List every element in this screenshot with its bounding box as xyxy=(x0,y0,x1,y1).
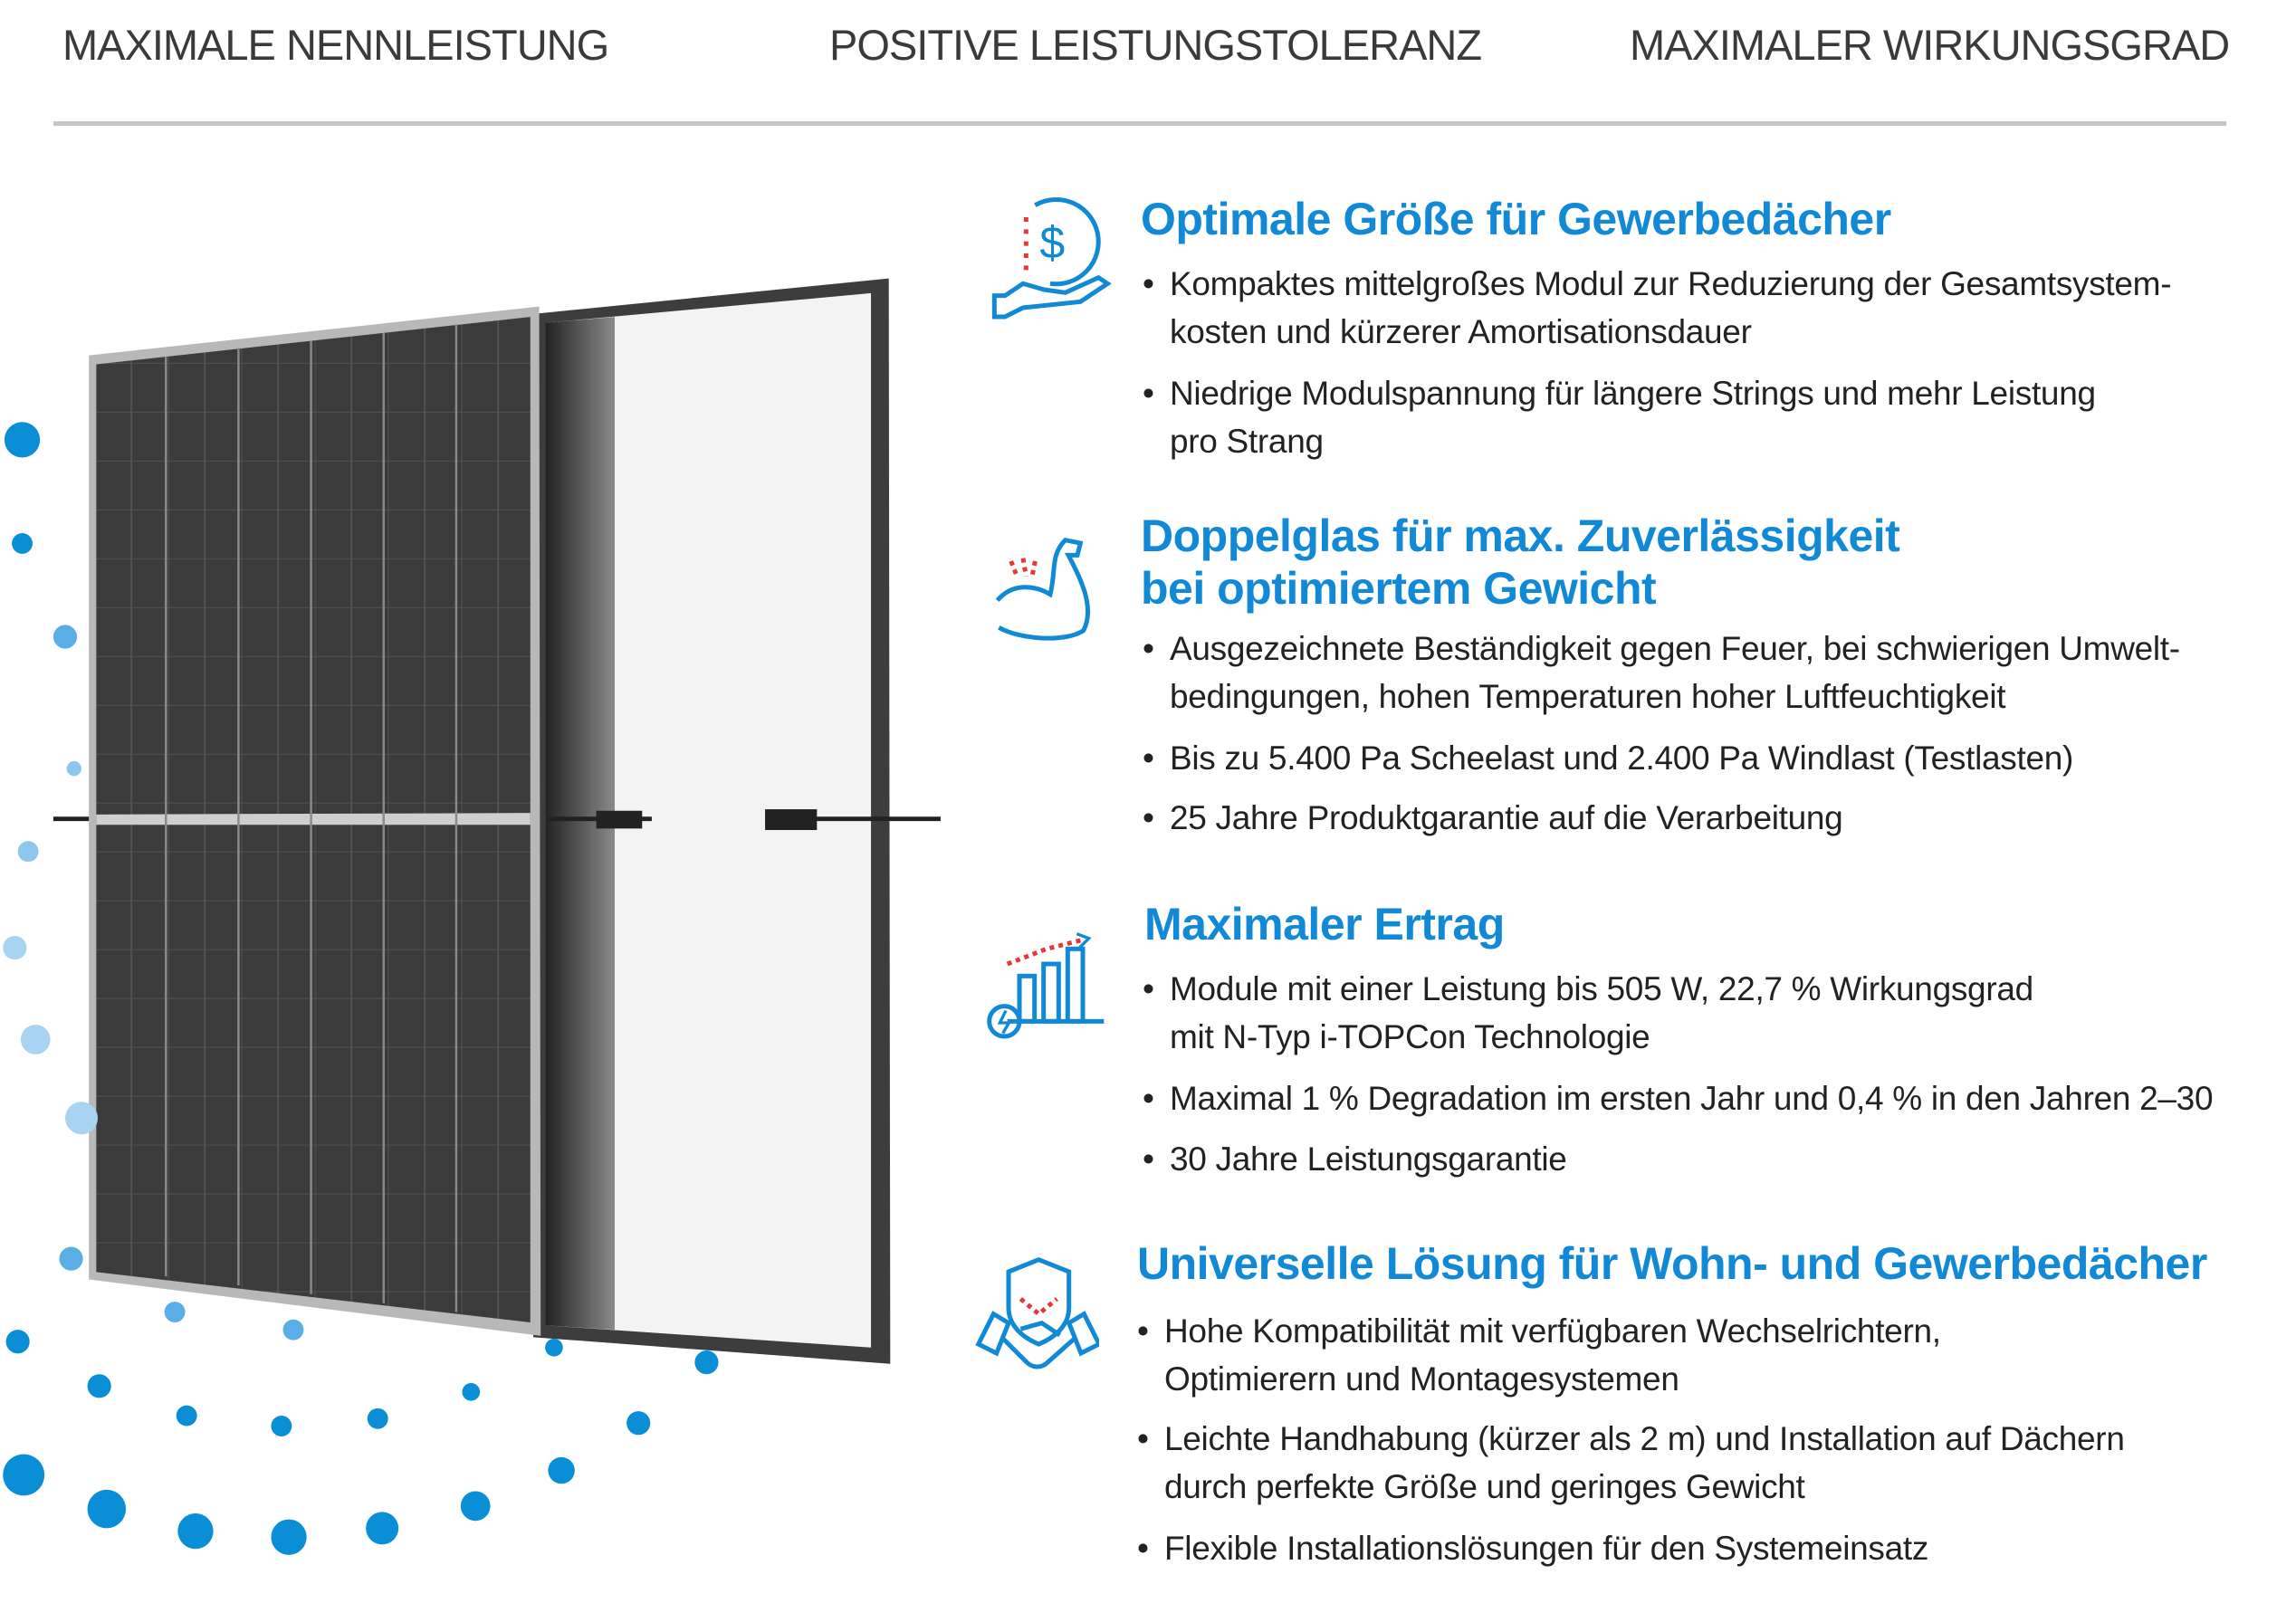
bullet-item: •Flexible Installationslösungen für den … xyxy=(1137,1530,1929,1567)
section-title: bei optimiertem Gewicht xyxy=(1141,563,1657,614)
bullet-item: •Kompaktes mittelgroßes Modul zur Reduzi… xyxy=(1143,265,2172,350)
bullet-item: •25 Jahre Produktgarantie auf die Verarb… xyxy=(1143,799,1843,836)
svg-text:$: $ xyxy=(1039,217,1065,268)
bullet-item: •Ausgezeichnete Beständigkeit gegen Feue… xyxy=(1143,630,2180,715)
bullet-item: •30 Jahre Leistungsgarantie xyxy=(1143,1140,1567,1178)
bullet-item: •Leichte Handhabung (kürzer als 2 m) und… xyxy=(1137,1420,2125,1505)
section-title: Optimale Größe für Gewerbedächer xyxy=(1141,194,1891,244)
section-title: Maximaler Ertrag xyxy=(1144,899,1505,949)
bullet-item: •Niedrige Modulspannung für längere Stri… xyxy=(1143,375,2096,460)
bullet-item: •Hohe Kompatibilität mit verfügbaren Wec… xyxy=(1137,1312,1941,1398)
header-divider xyxy=(53,121,2226,126)
header-item-max-power: MAXIMALE NENNLEISTUNG xyxy=(62,21,609,69)
front-panel xyxy=(89,306,541,1336)
bar-chart-growth-icon xyxy=(987,932,1105,1039)
section-title: Doppelglas für max. Zuverlässigkeit xyxy=(1141,510,1900,561)
hand-dollar-icon: $ xyxy=(991,197,1112,320)
section-title: Universelle Lösung für Wohn- und Gewerbe… xyxy=(1137,1238,2207,1289)
header-item-max-efficiency: MAXIMALER WIRKUNGSGRAD xyxy=(1630,21,2230,69)
header-item-power-tolerance: POSITIVE LEISTUNGSTOLERANZ xyxy=(829,21,1482,69)
decorative-dots xyxy=(3,422,719,1555)
bullet-item: •Bis zu 5.400 Pa Scheelast und 2.400 Pa … xyxy=(1143,739,2074,777)
bullet-item: •Module mit einer Leistung bis 505 W, 22… xyxy=(1143,970,2033,1055)
cables xyxy=(53,809,941,830)
bullet-item: •Maximal 1 % Degradation im ersten Jahr … xyxy=(1143,1080,2214,1117)
handshake-shield-icon xyxy=(975,1256,1099,1369)
flexed-arm-icon xyxy=(995,537,1090,641)
back-panel xyxy=(533,278,891,1364)
